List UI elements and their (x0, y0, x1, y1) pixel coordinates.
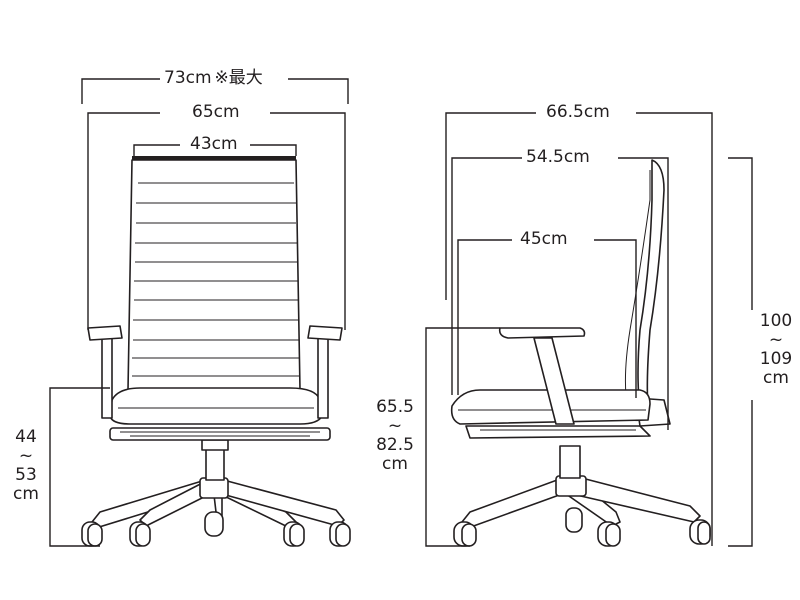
total-height-min: 100 (759, 311, 793, 331)
dimension-lines (49, 78, 753, 547)
max-width-label: 73cm※最大 (164, 70, 263, 87)
arm-height-sep: ~ (387, 416, 403, 436)
seat-depth-label: 45cm (520, 229, 568, 249)
arm-width-label: 65cm (192, 102, 240, 122)
side-view-chair (450, 159, 711, 547)
total-height-label: 100 ~ 109 cm (752, 312, 800, 388)
seat-height-min: 44 (15, 427, 37, 447)
seat-height-max: 53 (15, 465, 37, 485)
total-height-sep: ~ (768, 330, 784, 350)
seat-height-label: 44 ~ 53 cm (4, 428, 48, 504)
arm-height-min: 65.5 (376, 397, 414, 417)
max-width-value: 73cm (164, 68, 212, 88)
seat-height-sep: ~ (18, 446, 34, 466)
total-height-max: 109 (759, 349, 793, 369)
total-height-unit: cm (763, 368, 789, 388)
arm-height-unit: cm (382, 454, 408, 474)
max-width-note: ※最大 (214, 68, 263, 88)
seat-height-unit: cm (13, 484, 39, 504)
arm-height-label: 65.5 ~ 82.5 cm (370, 398, 420, 474)
back-depth-label: 54.5cm (526, 147, 590, 167)
depth-label: 66.5cm (546, 102, 610, 122)
back-width-label: 43cm (190, 134, 238, 154)
arm-height-max: 82.5 (376, 435, 414, 455)
front-view-chair (81, 156, 351, 547)
